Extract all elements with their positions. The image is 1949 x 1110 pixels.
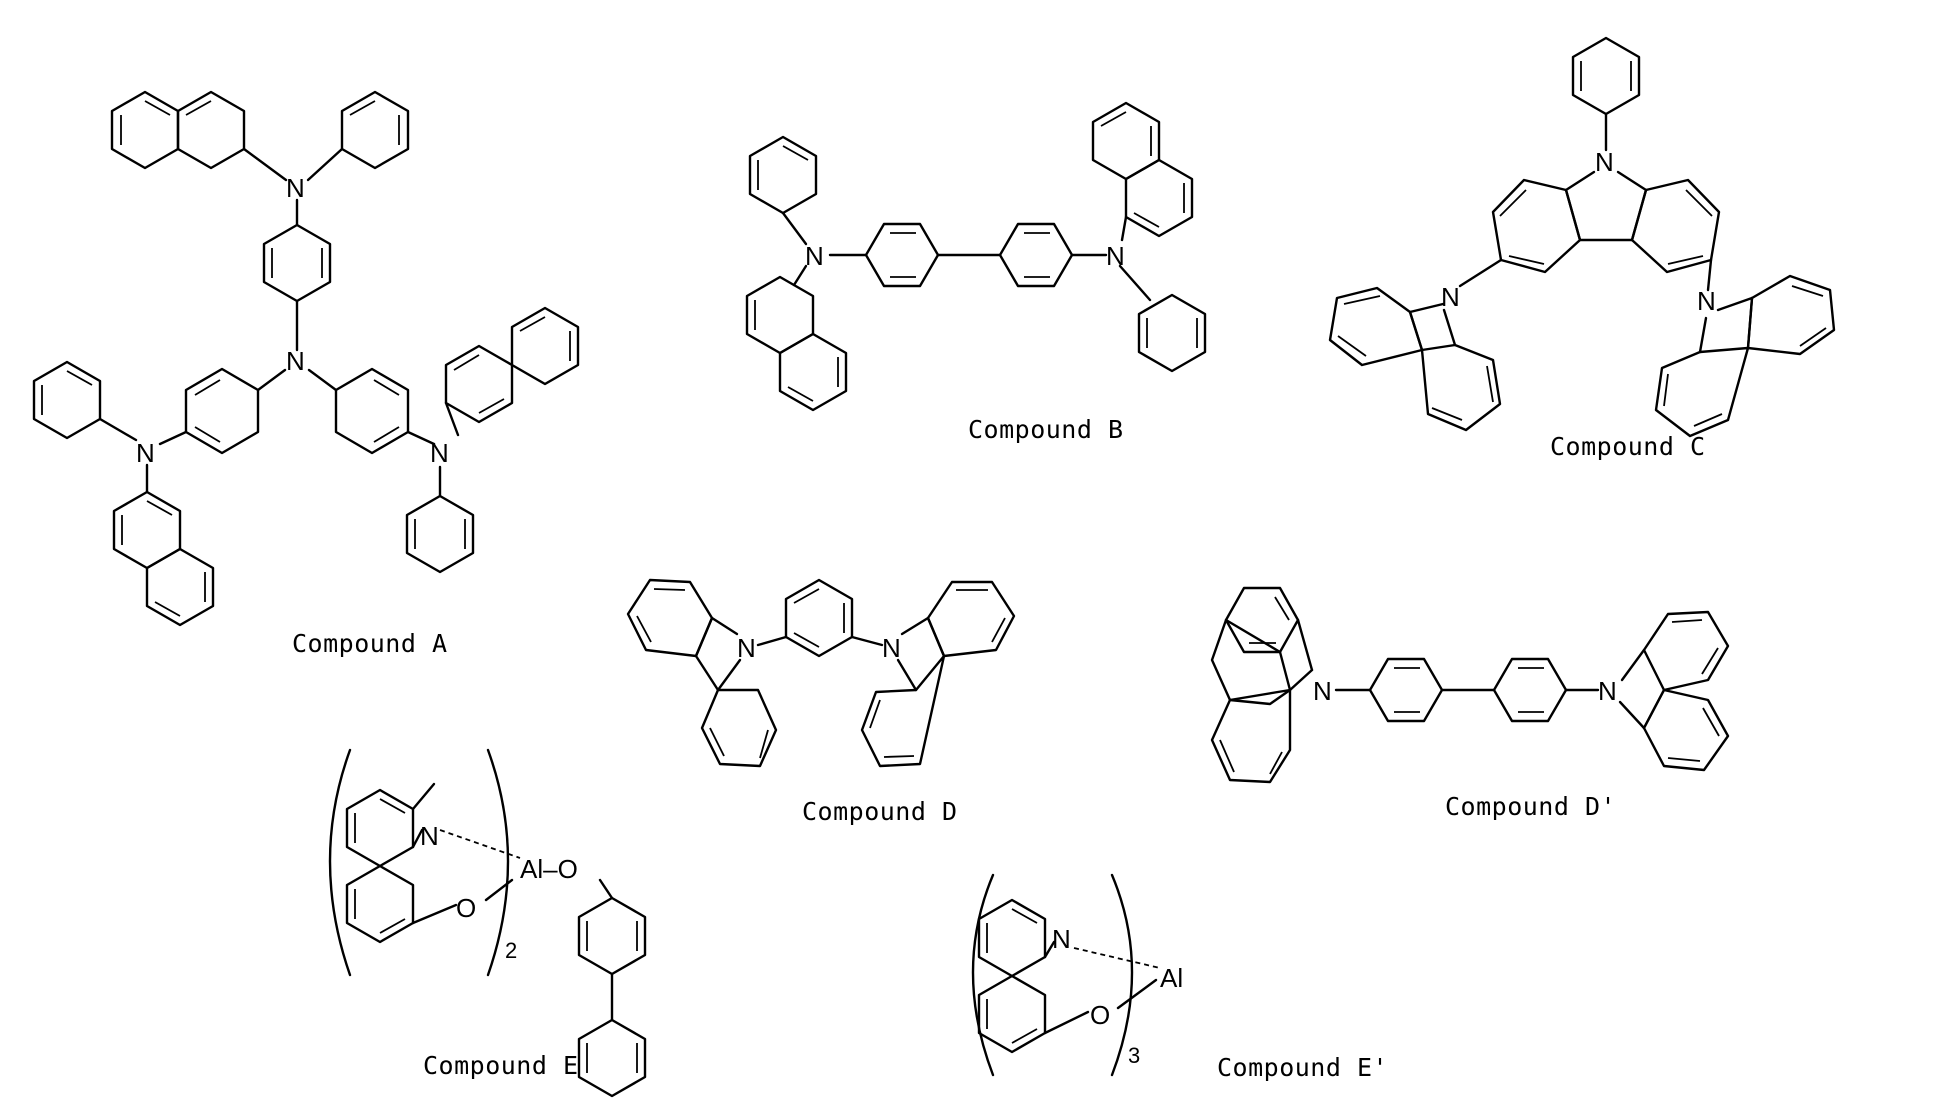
- nitrogen-label: N: [420, 821, 439, 851]
- nitrogen-label: N: [1595, 147, 1614, 177]
- nitrogen-label: N: [1106, 241, 1125, 271]
- oxygen-label: O: [1090, 1000, 1110, 1030]
- compound-d-structure: N N: [628, 580, 1014, 766]
- oxygen-label: O: [456, 893, 476, 923]
- nitrogen-label: N: [286, 346, 305, 376]
- subscript-label: 3: [1128, 1043, 1140, 1068]
- nitrogen-label: N: [805, 241, 824, 271]
- compound-c-caption: Compound C: [1550, 432, 1706, 461]
- nitrogen-label: N: [286, 173, 305, 203]
- aluminum-oxygen-label: Al–O: [520, 854, 578, 884]
- nitrogen-label: N: [1598, 676, 1617, 706]
- nitrogen-label: N: [136, 438, 155, 468]
- compound-a-caption: Compound A: [292, 629, 448, 658]
- nitrogen-label: N: [1441, 282, 1460, 312]
- compound-e-structure: N O Al–O 2: [330, 750, 645, 1096]
- aluminum-label: Al: [1160, 963, 1183, 993]
- nitrogen-label: N: [430, 438, 449, 468]
- nitrogen-label: N: [737, 633, 756, 663]
- subscript-label: 2: [505, 938, 517, 963]
- nitrogen-label: N: [1697, 286, 1716, 316]
- compound-b-caption: Compound B: [968, 415, 1124, 444]
- compound-e-prime-structure: N O Al 3: [973, 875, 1183, 1075]
- compound-d-caption: Compound D: [802, 797, 958, 826]
- compound-e-prime-caption: Compound E': [1217, 1053, 1388, 1082]
- nitrogen-label: N: [1052, 924, 1071, 954]
- compound-d-prime-caption: Compound D': [1445, 792, 1616, 821]
- compound-a-structure: N N N N: [34, 92, 578, 625]
- compound-b-structure: N N: [747, 103, 1205, 410]
- compound-e-caption: Compound E: [423, 1051, 579, 1080]
- compound-c-structure: N N N: [1330, 38, 1834, 436]
- nitrogen-label: N: [882, 633, 901, 663]
- nitrogen-label: N: [1313, 676, 1332, 706]
- compound-d-prime-structure: N N: [1212, 588, 1728, 782]
